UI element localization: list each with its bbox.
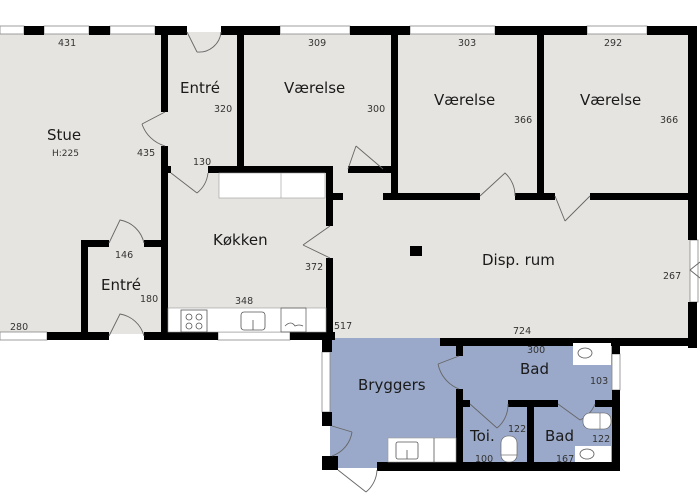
room-label-vaerelse-3: Værelse: [580, 91, 641, 109]
labels: Stue H:225 431 435 280 Entré 320 130 Vær…: [10, 38, 681, 465]
dim-entre-bottom-top: 146: [115, 250, 133, 261]
utility-sink-icon: [395, 438, 435, 462]
dim-toilet-right: 122: [508, 424, 526, 435]
dim-vaerelse-2-top: 303: [458, 38, 476, 49]
room-label-toilet: Toi.: [469, 427, 495, 445]
fixtures: [167, 172, 612, 463]
door-entre-top: [186, 31, 222, 53]
door-kokken-disp: [302, 225, 331, 259]
room-label-entre-bottom: Entré: [101, 276, 141, 294]
dim-bad-1-top: 300: [527, 345, 545, 356]
room-label-bad-2: Bad: [545, 427, 574, 445]
toilet-icon: [500, 435, 518, 463]
room-label-vaerelse-2: Værelse: [434, 91, 495, 109]
bad-2-toilet-icon: [582, 412, 612, 430]
bad-1-sink-icon: [573, 343, 611, 365]
room-height-stue: H:225: [52, 149, 79, 159]
dim-vaerelse-3-right: 366: [660, 115, 678, 126]
room-label-stue: Stue: [47, 126, 81, 144]
walls: [24, 26, 697, 471]
dim-toilet-bottom: 100: [475, 454, 493, 465]
door-bryggers-exit: [331, 425, 353, 457]
dim-bad-1-right: 103: [590, 376, 608, 387]
floor-disp-rum: [330, 196, 690, 338]
floor-vaerelse-3: [540, 32, 690, 196]
dim-vaerelse-2-right: 366: [514, 115, 532, 126]
floor-vaerelse-1: [240, 32, 395, 172]
floor-entre-top: [165, 32, 240, 172]
dim-vaerelse-3-top: 292: [604, 38, 622, 49]
dim-entre-bottom-right: 180: [140, 294, 158, 305]
dim-stue-top: 431: [58, 38, 76, 49]
dim-vaerelse-1-top: 309: [308, 38, 326, 49]
dim-entre-top-bottom: 130: [193, 157, 211, 168]
door-toilet: [469, 403, 509, 429]
floor-vaerelse-2: [395, 32, 540, 196]
dim-bad-2-bottom: 167: [556, 454, 574, 465]
door-vaerelse-2: [479, 172, 516, 197]
bad-2-sink-icon: [575, 446, 611, 462]
door-bryggers-bad: [437, 355, 460, 390]
dim-vaerelse-1-right: 300: [367, 104, 385, 115]
dim-disp-rum-right: 267: [663, 271, 681, 282]
door-kokken-entre: [170, 172, 209, 194]
door-bryggers-out: [337, 469, 378, 493]
door-entre-bottom-top: [108, 219, 145, 244]
room-label-entre-top: Entré: [180, 79, 220, 97]
sink-icon: [240, 311, 266, 331]
room-label-bad-1: Bad: [520, 360, 549, 378]
dim-disp-rum-left: 517: [334, 321, 352, 332]
doors: [108, 31, 700, 493]
room-label-kokken: Køkken: [213, 231, 268, 249]
dim-bad-2-right: 122: [592, 434, 610, 445]
floor-kokken: [165, 172, 330, 334]
door-vaerelse-3: [554, 195, 591, 222]
stove-icon: [180, 309, 208, 333]
door-stue-entre: [141, 111, 166, 147]
floor-toilet: [460, 404, 532, 468]
dim-disp-rum-bottom: 724: [513, 326, 531, 337]
room-label-vaerelse-1: Værelse: [284, 79, 345, 97]
door-vaerelse-1: [347, 145, 384, 170]
dim-entre-top-right: 320: [214, 104, 232, 115]
dim-stue-right: 435: [137, 148, 155, 159]
room-label-disp-rum: Disp. rum: [482, 251, 555, 269]
dishwasher-icon: [280, 307, 307, 333]
room-label-bryggers: Bryggers: [358, 376, 426, 394]
door-right-exit: [689, 261, 700, 279]
upper-cabinet: [218, 172, 326, 199]
floors: [0, 32, 690, 468]
dim-stue-bottom: 280: [10, 322, 28, 333]
door-entre-bottom-exit: [108, 313, 145, 337]
dim-kokken-bottom: 348: [235, 296, 253, 307]
dim-kokken-right: 372: [305, 262, 323, 273]
